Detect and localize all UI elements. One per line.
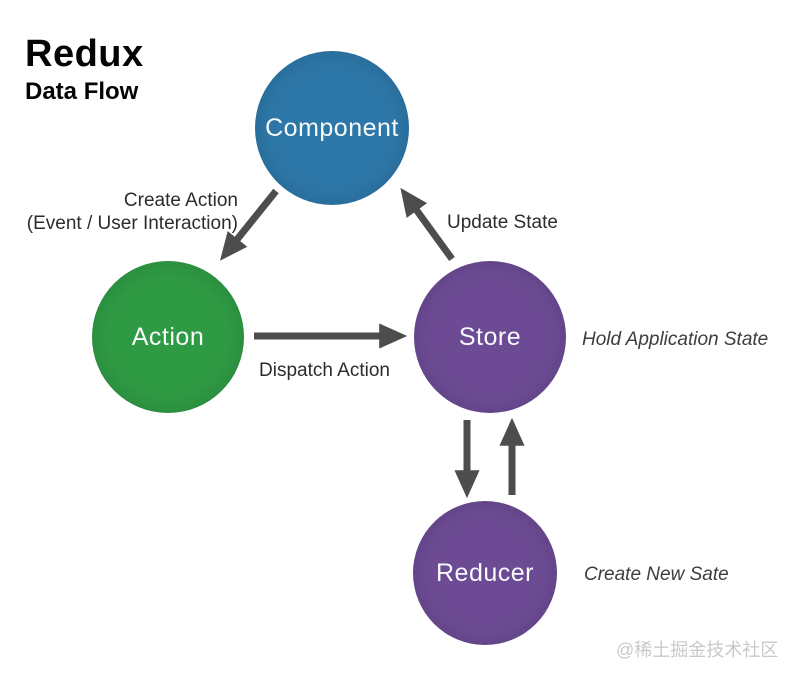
node-component: Component [255, 51, 409, 205]
edge-label-update-state: Update State [447, 212, 558, 233]
edge-label-create-action: Create Action (Event / User Interaction) [10, 189, 238, 235]
arrow-store-to-component [400, 187, 455, 262]
node-component-label: Component [265, 113, 399, 142]
node-reducer: Reducer [413, 501, 557, 645]
node-action-label: Action [131, 322, 205, 351]
watermark-text: @稀土掘金技术社区 [616, 640, 779, 660]
edge-label-create-action-line2: (Event / User Interaction) [26, 213, 238, 234]
edge-label-create-action-line1: Create Action [123, 190, 238, 211]
diagram-title: Redux [25, 33, 144, 75]
node-reducer-label: Reducer [436, 558, 534, 587]
diagram-subtitle: Data Flow [25, 77, 139, 105]
node-store-label: Store [458, 322, 522, 351]
diagram-header: Redux Data Flow [25, 33, 144, 106]
edge-label-dispatch-action: Dispatch Action [259, 360, 390, 381]
node-action: Action [92, 261, 244, 413]
node-store: Store [414, 261, 566, 413]
annotation-hold-application-state: Hold Application State [582, 329, 769, 350]
annotation-create-new-sate: Create New Sate [584, 564, 729, 585]
arrow-component-to-action [219, 188, 279, 261]
